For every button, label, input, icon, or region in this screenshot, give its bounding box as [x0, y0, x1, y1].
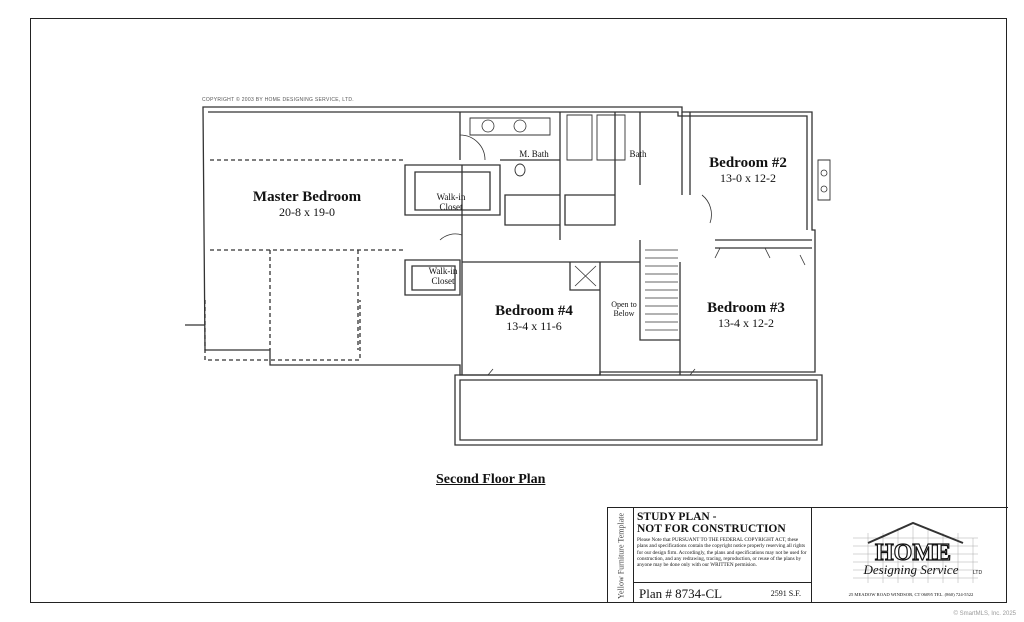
room-name: Master Bedroom — [252, 189, 362, 205]
plan-title: Second Floor Plan — [436, 472, 546, 487]
side-label: Yellow Furniture Template — [616, 512, 625, 599]
open-to-below: Open to Below — [611, 300, 637, 319]
stairs — [645, 249, 678, 331]
plan-number: Plan # 8734-CL — [639, 586, 723, 601]
deck — [454, 374, 823, 446]
exterior-wall-inner — [208, 111, 808, 230]
door-swings — [439, 134, 806, 376]
master-dashed — [210, 159, 405, 251]
watermark: © SmartMLS, Inc. 2025 — [953, 611, 1016, 617]
exterior-wall — [202, 106, 816, 376]
copyright-note: COPYRIGHT © 2003 BY HOME DESIGNING SERVI… — [202, 97, 354, 103]
logo-word-designing: Designing Service — [863, 562, 959, 577]
room-dimensions: 20-8 x 19-0 — [278, 205, 335, 220]
side-strip: Yellow Furniture Template — [608, 508, 634, 603]
square-footage: 2591 S.F. — [770, 589, 801, 598]
heading-2: NOT FOR CONSTRUCTION — [637, 523, 786, 535]
room-master-bath: M. Bath — [519, 149, 549, 159]
company-logo: HOME Designing Service LTD 25 MEADOW ROA… — [813, 508, 1009, 603]
chase — [574, 265, 597, 287]
notice-text: Please Note that PURSUANT TO THE FEDERAL… — [637, 537, 807, 569]
room-walk-in-closet-2: Walk-in Closet — [428, 266, 458, 287]
fixtures — [469, 114, 831, 201]
company-address: 25 MEADOW ROAD WINDSOR, CT 06095 TEL. (8… — [848, 592, 974, 597]
room-dimensions: 13-4 x 12-2 — [717, 316, 774, 331]
heading-1: STUDY PLAN - — [637, 511, 717, 523]
room-dimensions: 13-4 x 11-6 — [506, 319, 562, 334]
room-bath: Bath — [629, 149, 647, 159]
logo-word-home: HOME — [875, 540, 951, 566]
room-dimensions: 13-0 x 12-2 — [719, 171, 776, 186]
walls — [404, 112, 812, 375]
lower-terrace — [204, 250, 361, 361]
room-name: Bedroom #2 — [709, 155, 787, 171]
room-walk-in-closet-1: Walk-in Closet — [436, 192, 466, 213]
plan-number-box: Plan # 8734-CL 2591 S.F. — [633, 583, 812, 603]
logo-ltd: LTD — [973, 570, 982, 576]
drawing-frame — [30, 18, 1007, 603]
copyright-notice: STUDY PLAN - NOT FOR CONSTRUCTION Please… — [633, 508, 812, 583]
title-block: Yellow Furniture Template STUDY PLAN - N… — [607, 507, 1008, 603]
logo-graphic: HOME Designing Service LTD — [853, 521, 982, 583]
room-name: Bedroom #4 — [495, 303, 573, 319]
room-name: Bedroom #3 — [707, 300, 785, 316]
